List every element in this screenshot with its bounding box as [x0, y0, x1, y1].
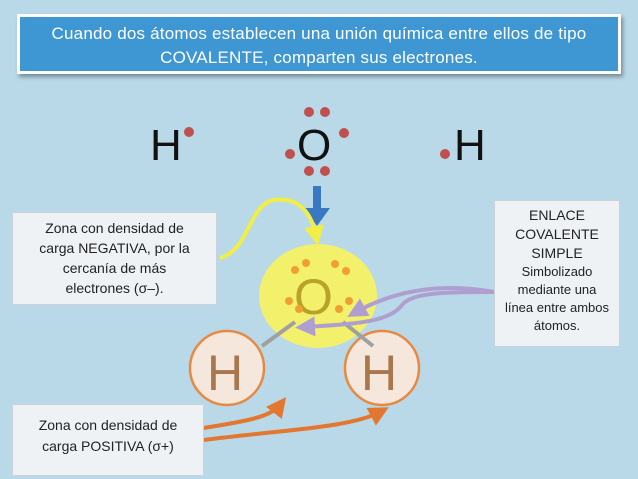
hydrogen-left-symbol: H: [150, 121, 182, 170]
electron-dot: [339, 128, 349, 138]
electron-dot: [345, 297, 353, 305]
positive-zone-line: carga POSITIVA (σ+): [42, 438, 174, 454]
electron-dot: [302, 259, 310, 267]
positive-zone-box: Zona con densidad de carga POSITIVA (σ+): [12, 404, 204, 476]
bond-line-left: [260, 320, 297, 348]
banner-line-2: COVALENTE, comparten sus electrones.: [160, 48, 478, 67]
explanation-banner: Cuando dos átomos establecen una unión q…: [17, 14, 621, 74]
bond-box-line: COVALENTE: [515, 226, 599, 242]
positive-zone-arrow-left: [203, 397, 287, 430]
bond-line-right: [341, 320, 375, 348]
molecule-oxygen-symbol: O: [294, 269, 333, 325]
bond-box-line: línea entre ambos: [504, 300, 610, 315]
electron-dot: [295, 305, 303, 313]
bond-arrow-left: [295, 290, 495, 337]
negative-zone-line: electrones (σ–).: [65, 280, 164, 296]
oxygen-symbol: O: [297, 121, 331, 170]
hydrogen-atom-left: [188, 329, 266, 407]
electron-dot: [320, 166, 330, 176]
bond-box-line: mediante una: [517, 282, 597, 297]
electron-dot: [440, 149, 450, 159]
electron-dot: [342, 267, 350, 275]
bond-box-line: ENLACE: [528, 207, 586, 223]
electron-dot: [335, 305, 343, 313]
molecule-hydrogen-left-symbol: H: [207, 345, 243, 401]
negative-zone-line: carga NEGATIVA, por la: [39, 240, 190, 256]
positive-zone-arrow-right: [203, 407, 389, 442]
negative-zone-arrow: [219, 197, 324, 260]
molecule-hydrogen-right-symbol: H: [361, 345, 397, 401]
negative-zone-line: Zona con densidad de: [45, 220, 184, 236]
covalent-bond-box: ENLACE COVALENTE SIMPLE Simbolizado medi…: [494, 200, 620, 347]
banner-line-1: Cuando dos átomos establecen una unión q…: [51, 24, 587, 43]
hydrogen-right-symbol: H: [454, 121, 486, 170]
positive-zone-line: Zona con densidad de: [38, 417, 178, 433]
negative-zone-line: cercanía de más: [62, 260, 167, 276]
electron-dot: [184, 127, 194, 137]
electron-dot: [304, 107, 314, 117]
bond-box-line: átomos.: [533, 318, 581, 333]
electron-dot: [320, 107, 330, 117]
electron-dot: [285, 149, 295, 159]
bond-box-line: Simbolizado: [521, 264, 593, 279]
electron-dot: [304, 166, 314, 176]
negative-zone-box: Zona con densidad de carga NEGATIVA, por…: [12, 212, 217, 305]
blue-arrow-head: [304, 208, 330, 226]
bond-box-line: SIMPLE: [531, 245, 583, 261]
electron-dot: [331, 260, 339, 268]
electron-dot: [291, 266, 299, 274]
bond-arrow-right: [347, 286, 495, 317]
electron-dot: [285, 297, 293, 305]
hydrogen-atom-right: [343, 329, 421, 407]
